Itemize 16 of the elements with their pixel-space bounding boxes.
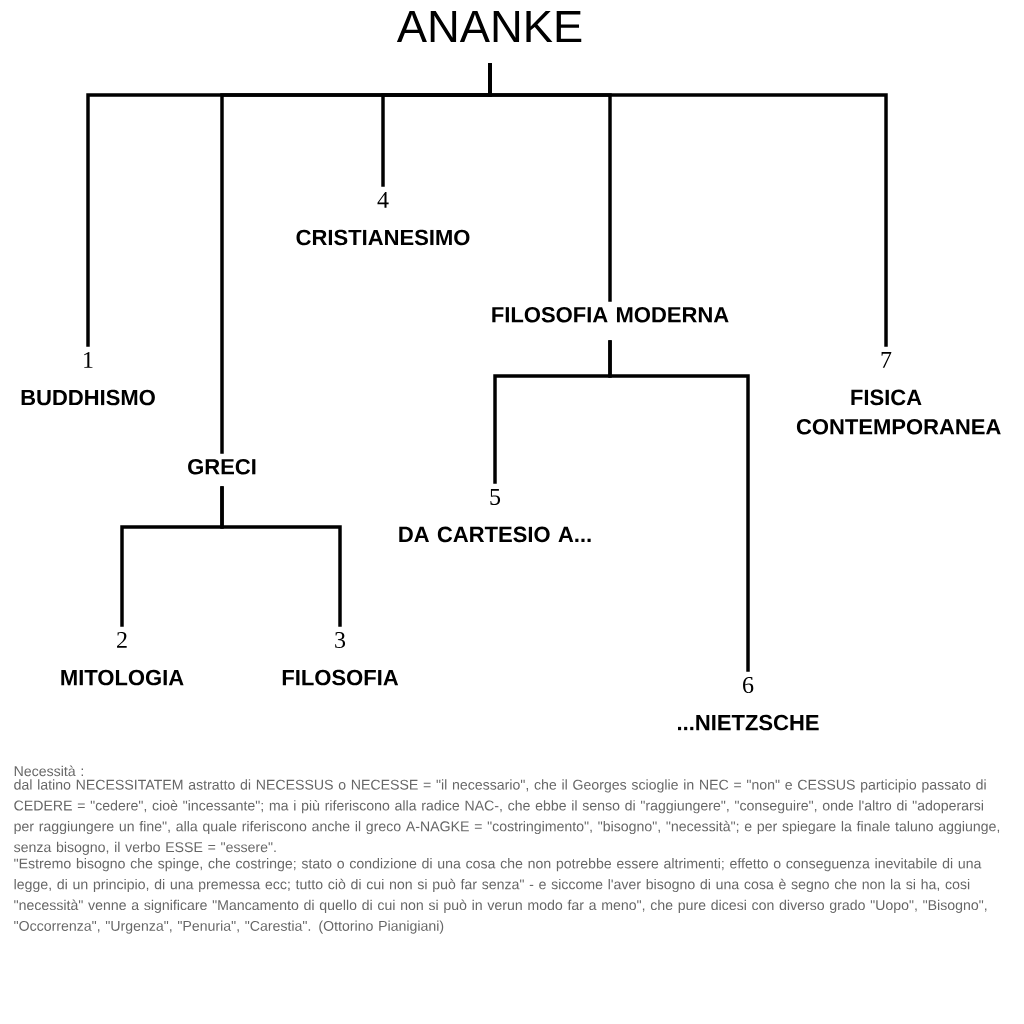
tree-label: 2 MITOLOGIA <box>61 631 184 686</box>
tree-label: 1 BUDDHISMO <box>21 351 155 406</box>
paragraph: dal latino NECESSITATEM astratto di NECESSUS o NECESSE = "il necessario", che il Georges scioglie in NEC = "non" e CESSUS participio passato di CEDERE = "cedere", cioè "incessante"; ma i più riferiscono alla radice NAC-, che ebbe il senso di "raggiungere", "conseguire", onde l'altro di "adoperarsi per raggiungere un fine", alla quale riferiscono anche il greco A-NAGKE = "costringimento", "bisogno", "necessità"; e per spiegare la finale taluno aggiunge, senza bisogno, il verbo ESSE = "essere". <box>14 779 1000 855</box>
tree-label: ANANKE <box>396 10 582 43</box>
tree-label: 4 CRISTIANESIMO <box>296 191 470 246</box>
connector-line <box>220 486 342 627</box>
tree-label: 5 DA CARTESIO A... <box>399 488 591 543</box>
tree-label: FILOSOFIA MODERNA <box>492 306 729 323</box>
tree-label: 7 FISICA CONTEMPORANEA <box>796 351 1001 435</box>
paragraph: "Estremo bisogno che spinge, che costringe; stato o condizione di una cosa che non potrebbe essere altrimenti; effetto o conseguenza inevitabile di una legge, di un principio, di una premessa ecc; tutto ciò di cui non si può far senza" - e siccome l'aver bisogno di una cosa è segno che non la si ha, cosi "necessità" venne a significare "Mancamento di quello di cui non si può in verun modo far a meno", che pure dicesi con diverso grado "Uopo", "Bisogno", "Occorrenza", "Urgenza", "Penuria", "Carestia". (Ottorino Pianigiani) <box>14 858 987 934</box>
tree-label: GRECI <box>188 458 256 475</box>
tree-label: 6 ...NIETZSCHE <box>678 676 819 731</box>
tree-label: 3 FILOSOFIA <box>282 631 399 686</box>
heading-label: Necessità : <box>14 765 83 777</box>
connector-line <box>488 63 888 347</box>
connector-line <box>608 340 750 672</box>
